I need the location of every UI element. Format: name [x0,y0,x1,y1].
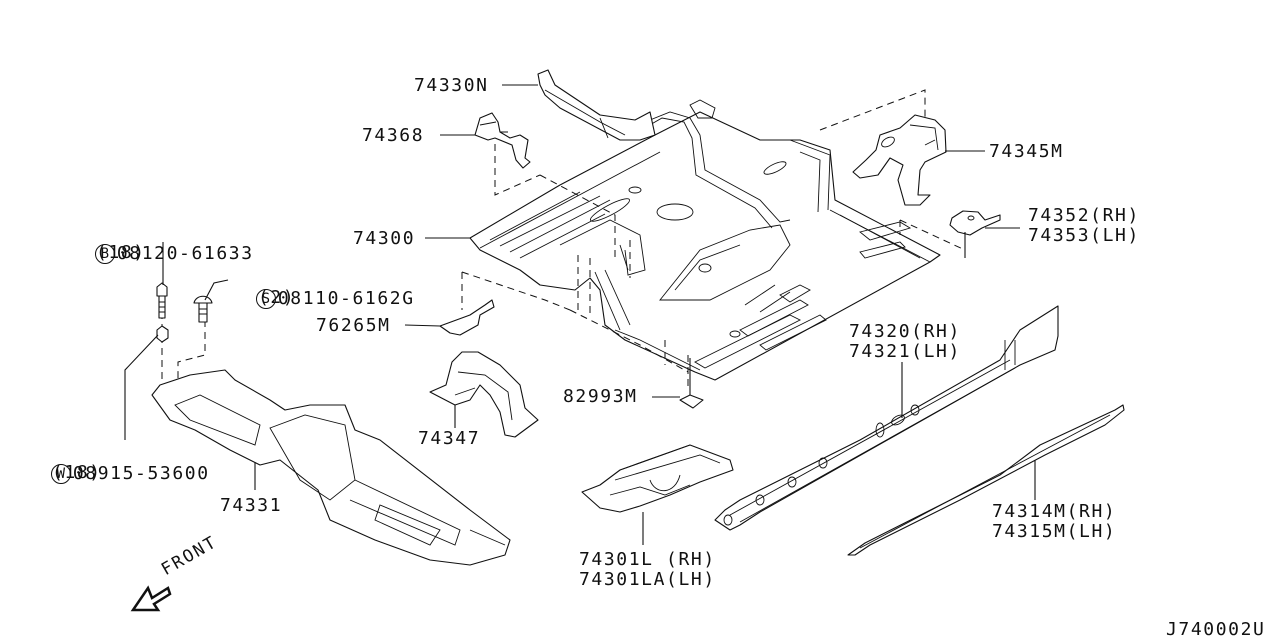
reinforcement-74331[interactable] [151,369,511,566]
fastener-qty-screw: (2) [258,287,296,308]
bracket-74352[interactable] [949,210,1001,236]
part-label-74321-lh[interactable]: 74321(LH) [849,341,961,362]
bracket-74347[interactable] [429,351,539,438]
nut-08915[interactable] [156,325,169,343]
diagram-code: J740002U [1166,619,1266,640]
fastener-number: 08915-53600 [72,463,210,484]
part-label-76265M[interactable]: 76265M [316,315,391,336]
bolt-08120[interactable] [156,282,168,319]
fastener-qty-washer: (18) [52,462,102,483]
part-label-74345M[interactable]: 74345M [989,141,1064,162]
part-label-74331[interactable]: 74331 [220,495,283,516]
part-label-74314M-rh[interactable]: 74314M(RH) [992,501,1117,522]
bolt-symbol-icon: B [94,244,115,264]
member-74301L[interactable] [581,444,734,513]
screw-08110[interactable] [193,295,213,323]
part-label-74300[interactable]: 74300 [353,228,416,249]
washer-symbol-icon: W [50,464,71,484]
part-label-74301L-rh[interactable]: 74301L (RH) [579,549,716,570]
plate-82993M[interactable] [679,394,704,409]
bracket-74345M[interactable] [852,114,947,206]
part-label-74352-rh[interactable]: 74352(RH) [1028,205,1140,226]
part-label-74330N[interactable]: 74330N [414,75,489,96]
part-label-82993M[interactable]: 82993M [563,386,638,407]
crossmember-74330N[interactable] [537,69,656,141]
fastener-number: 08120-61633 [116,243,254,264]
part-label-74320-rh[interactable]: 74320(RH) [849,321,961,342]
floor-panel-74300[interactable] [469,99,941,381]
fastener-number: 08110-6162G [277,288,415,309]
fastener-qty-bolt: (18) [96,242,146,263]
side-sill-74314M[interactable] [847,404,1125,556]
part-label-74347[interactable]: 74347 [418,428,481,449]
front-arrow-icon [130,585,172,612]
side-member-74320[interactable] [714,305,1059,531]
part-label-74353-lh[interactable]: 74353(LH) [1028,225,1140,246]
bracket-76265M[interactable] [439,299,495,336]
leader-lines [124,84,1036,545]
screw-symbol-icon: S [255,289,276,309]
bracket-74368[interactable] [474,112,531,169]
part-label-74315M-lh[interactable]: 74315M(LH) [992,521,1117,542]
part-label-74301LA-lh[interactable]: 74301LA(LH) [579,569,716,590]
part-label-74368[interactable]: 74368 [362,125,425,146]
